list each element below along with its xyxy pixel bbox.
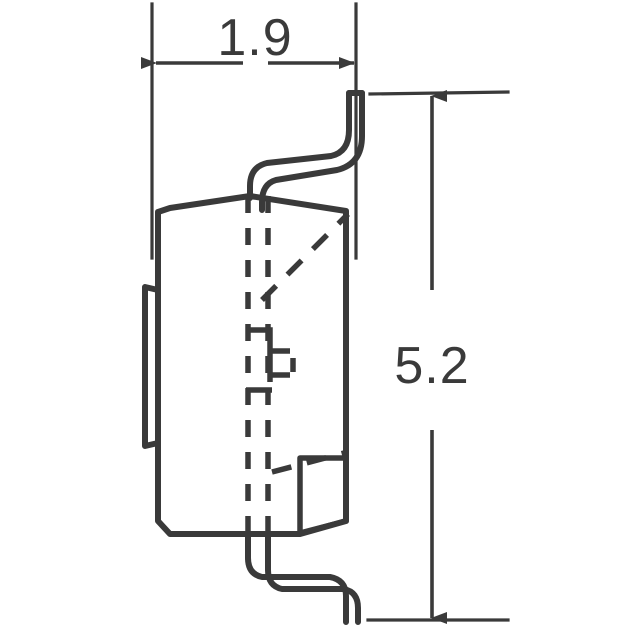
hidden-center-lines <box>245 196 271 560</box>
upper-gull-wing-lead <box>247 90 365 213</box>
chamfer-box-outline <box>297 455 349 536</box>
hidden-diagonal-upper <box>260 212 350 302</box>
hidden-pin-detail <box>246 327 296 393</box>
height-dimension-label: 5.2 <box>394 337 469 395</box>
lower-lead-outer-edge <box>245 531 349 625</box>
bottom-right-chamfer-box <box>297 455 349 536</box>
hidden-internal-features <box>260 212 350 475</box>
width-extension-lines <box>150 2 358 260</box>
hidden-bracket-upper <box>249 327 273 382</box>
lower-gull-wing-lead <box>245 531 361 625</box>
hidden-diagonal-lower <box>271 449 349 475</box>
lower-lead-inner-edge <box>265 531 361 625</box>
width-dimension-label: 1.9 <box>217 9 292 67</box>
upper-lead-inner-edge <box>259 90 365 213</box>
upper-lead-outer-edge <box>247 90 352 201</box>
top-height-extension-line <box>368 90 510 96</box>
